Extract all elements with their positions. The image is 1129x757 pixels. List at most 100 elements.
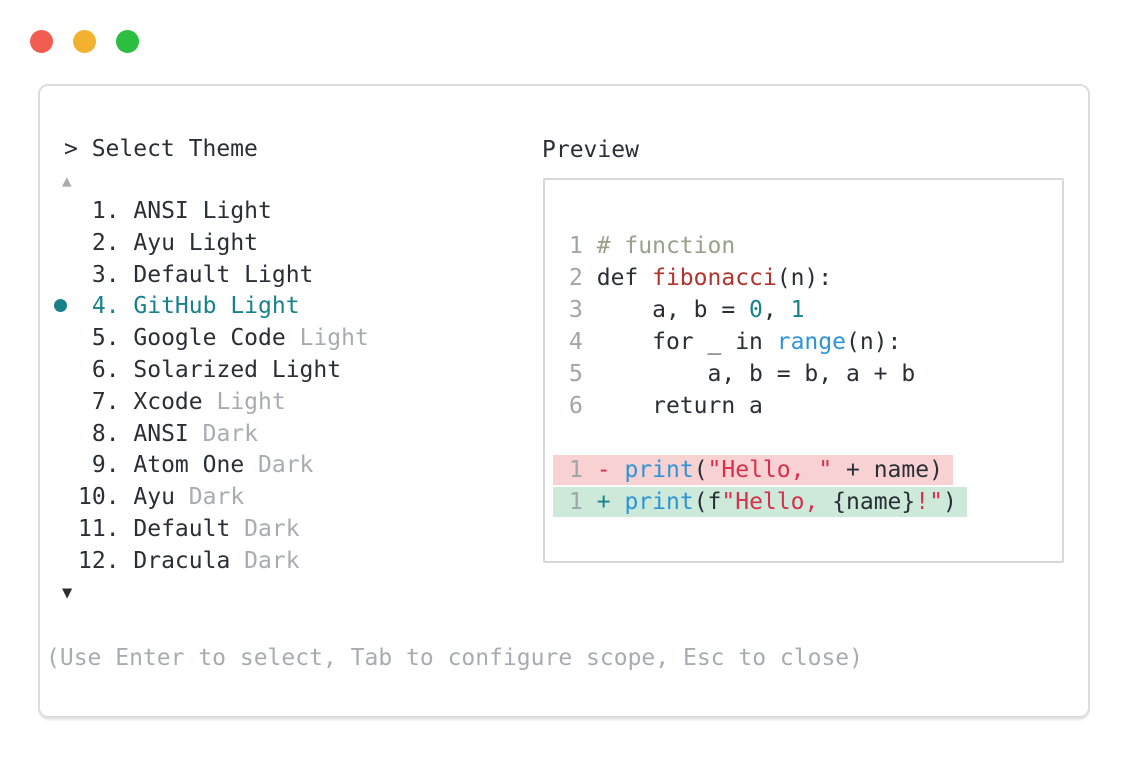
diff-sign: + [596, 489, 611, 515]
select-theme-prompt: > Select Theme [64, 136, 258, 162]
code-line: 2 def fibonacci(n): [545, 262, 1062, 294]
code-token: def [596, 265, 653, 291]
theme-list: 1. ANSI Light 2. Ayu Light 3. Default Li… [54, 196, 369, 578]
code-line: 6 return a [545, 390, 1062, 422]
code-token: 0 [749, 297, 763, 323]
theme-item-variant: Dark [188, 420, 259, 447]
code-token: print [624, 489, 694, 515]
theme-item-name: Ayu [119, 484, 175, 511]
code-token: # function [596, 233, 736, 259]
line-number: 5 [569, 361, 583, 387]
theme-item-name: GitHub Light [119, 293, 300, 320]
code-token: a, b = [596, 297, 750, 323]
theme-item-name: Solarized Light [119, 356, 342, 383]
selected-bullet-icon [54, 291, 78, 323]
theme-item-number: 7. [78, 388, 120, 415]
theme-item-name: Google Code [119, 325, 286, 352]
line-number: 2 [569, 265, 583, 291]
theme-list-item[interactable]: 6. Solarized Light [54, 355, 369, 387]
theme-list-item[interactable]: 7. Xcode Light [54, 387, 369, 419]
code-token: {name} [832, 489, 916, 515]
theme-list-item[interactable]: 5. Google Code Light [54, 323, 369, 355]
theme-item-number: 5. [78, 325, 120, 352]
code-token: print [624, 457, 694, 483]
diff-line-added: 1 + print(f"Hello, {name}!") [545, 486, 1062, 518]
theme-item-number: 6. [78, 356, 120, 383]
scroll-up-icon[interactable]: ▲ [62, 171, 72, 190]
code-token: 1 [790, 297, 805, 323]
theme-item-number: 1. [78, 198, 120, 224]
theme-list-item[interactable]: 8. ANSI Dark [54, 419, 369, 451]
code-token: (f [693, 489, 722, 515]
theme-list-item[interactable]: 2. Ayu Light [54, 228, 369, 260]
line-number: 4 [569, 329, 583, 355]
theme-item-variant: Light [202, 388, 286, 415]
preview-title: Preview [542, 137, 639, 163]
code-token: ( [693, 457, 708, 483]
theme-list-item[interactable]: 11. Default Dark [54, 514, 369, 546]
zoom-button[interactable] [116, 30, 139, 53]
theme-item-number: 10. [78, 484, 120, 511]
code-token: "Hello, [721, 489, 833, 515]
theme-list-item[interactable]: 9. Atom One Dark [54, 450, 369, 482]
code-token: + name) [832, 457, 943, 483]
theme-item-number: 11. [78, 515, 120, 542]
theme-picker: > Select Theme ▲ 1. ANSI Light 2. Ayu Li… [54, 132, 369, 608]
theme-item-number: 9. [78, 452, 120, 479]
code-blank-line [545, 422, 1062, 454]
theme-item-number: 2. [78, 229, 120, 256]
code-line: 3 a, b = 0, 1 [545, 294, 1062, 326]
theme-item-number: 3. [78, 261, 120, 288]
theme-item-name: Default [119, 515, 231, 542]
theme-item-name: Atom One [119, 452, 245, 479]
code-token: a, b = b, a + b [596, 361, 916, 387]
diff-line-removed: 1 - print("Hello, " + name) [545, 454, 1062, 486]
code-token: "Hello, " [707, 457, 833, 483]
theme-item-name: ANSI [119, 420, 189, 447]
code-token: (n): [845, 329, 902, 355]
theme-list-item[interactable]: 10. Ayu Dark [54, 482, 369, 514]
close-button[interactable] [30, 30, 53, 53]
traffic-lights [30, 30, 139, 53]
line-number: 1 [569, 233, 583, 259]
preview-header: Preview [542, 134, 639, 166]
theme-item-variant: Dark [174, 484, 245, 511]
code-token: fibonacci [652, 265, 777, 291]
code-token: , [762, 297, 791, 323]
theme-item-name: Default Light [119, 261, 314, 288]
theme-list-item[interactable]: 3. Default Light [54, 260, 369, 292]
theme-item-name: Ayu Light [119, 229, 259, 256]
theme-item-variant: Dark [230, 515, 300, 542]
code-token: return a [596, 393, 763, 419]
theme-item-variant: Light [285, 325, 369, 352]
code-line: 1 # function [545, 230, 1062, 262]
code-line: 4 for _ in range(n): [545, 326, 1062, 358]
theme-item-name: Xcode [119, 388, 203, 415]
theme-item-number: 4. [78, 293, 120, 320]
scroll-down-icon[interactable]: ▼ [62, 582, 73, 603]
theme-item-number: 8. [78, 420, 120, 447]
theme-item-variant: Dark [244, 452, 314, 479]
line-number: 6 [569, 393, 583, 419]
code-token: range [776, 329, 846, 355]
theme-item-variant: Dark [230, 547, 300, 574]
line-number: 1 [569, 489, 583, 515]
theme-list-item[interactable]: 1. ANSI Light [54, 196, 369, 228]
code-token: ) [942, 489, 957, 515]
theme-picker-window: > Select Theme ▲ 1. ANSI Light 2. Ayu Li… [38, 84, 1090, 718]
theme-list-item[interactable]: 12. Dracula Dark [54, 546, 369, 578]
minimize-button[interactable] [73, 30, 96, 53]
diff-sign: - [596, 457, 611, 483]
theme-item-name: ANSI Light [119, 198, 272, 224]
code-token: !" [915, 489, 943, 515]
theme-item-number: 12. [78, 547, 120, 574]
help-text: (Use Enter to select, Tab to configure s… [46, 645, 863, 671]
theme-item-name: Dracula [119, 547, 231, 574]
code-token: for _ in [596, 329, 777, 355]
code-line: 5 a, b = b, a + b [545, 358, 1062, 390]
line-number: 1 [569, 457, 583, 483]
theme-list-item[interactable]: 4. GitHub Light [54, 291, 369, 323]
code-token: (n): [776, 265, 833, 291]
line-number: 3 [569, 297, 583, 323]
